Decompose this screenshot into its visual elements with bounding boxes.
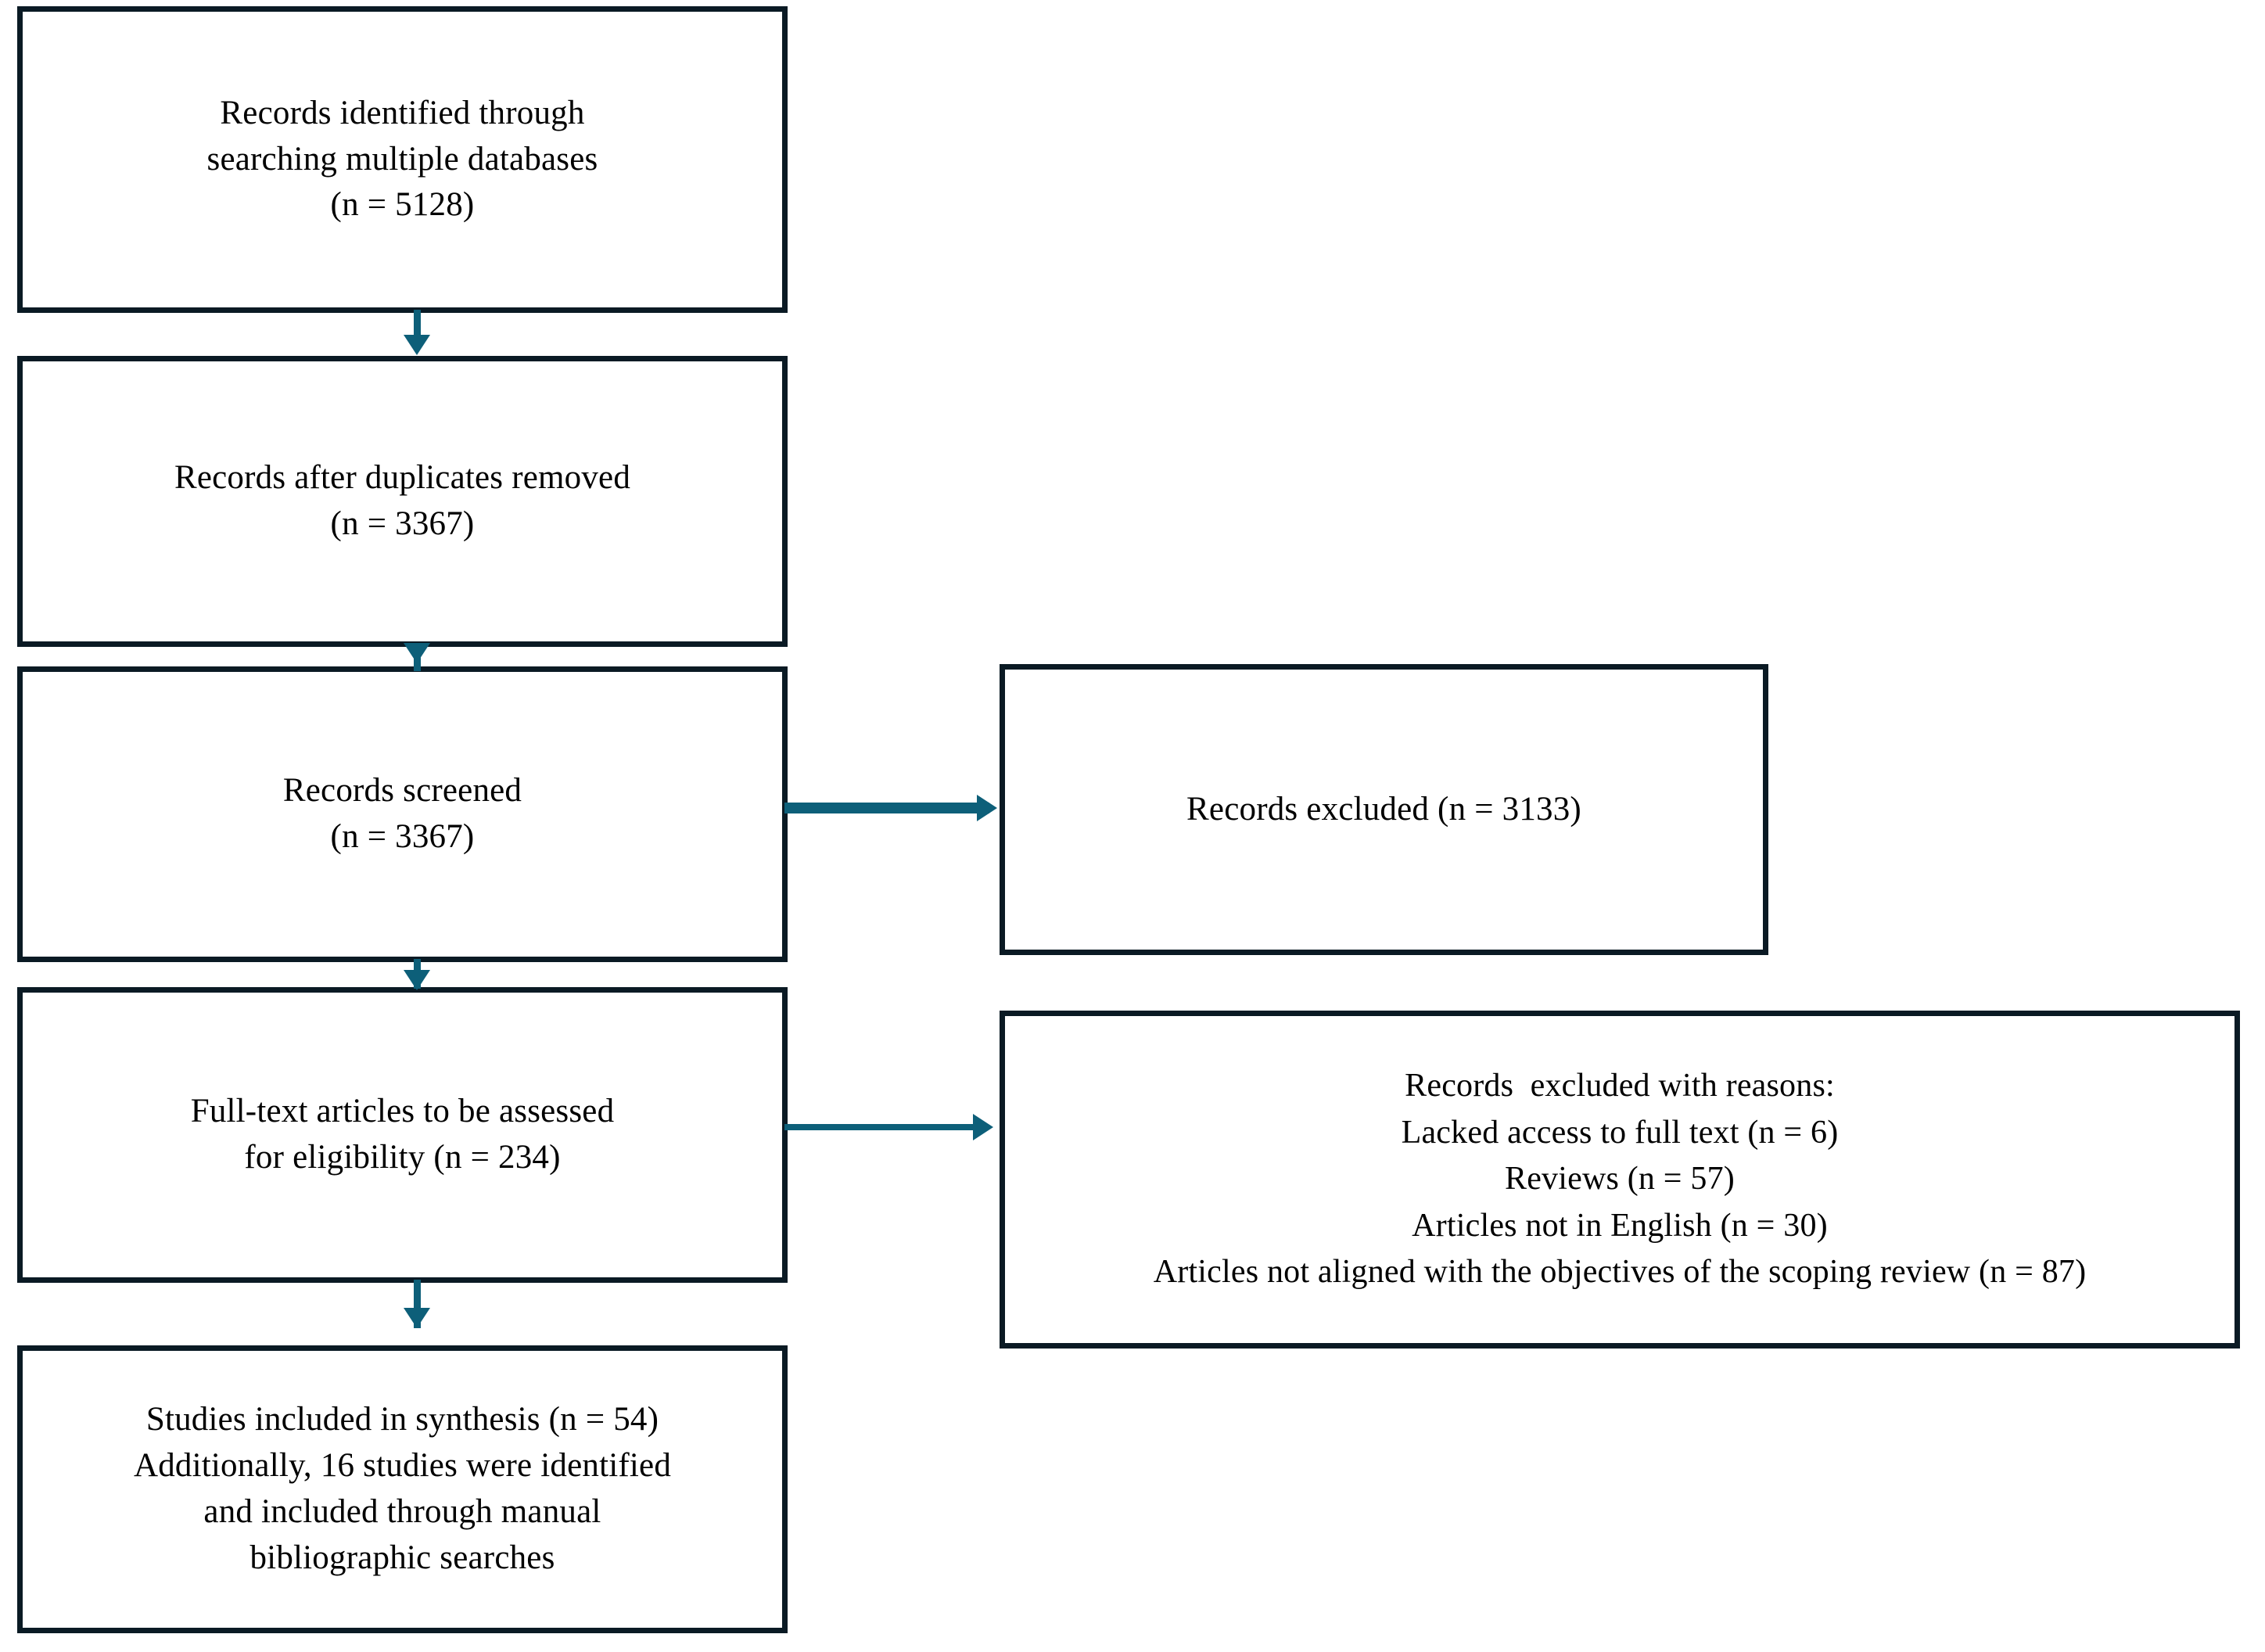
node-line: Records identified through: [220, 94, 585, 131]
node-line: searching multiple databases: [206, 140, 598, 178]
node-line: Records excluded with reasons:: [1405, 1067, 1835, 1104]
node-records-after-duplicates-removed: Records after duplicates removed (n = 33…: [17, 356, 788, 647]
arrow-head-down-icon: [404, 1308, 430, 1328]
node-text-block: Records after duplicates removed (n = 33…: [23, 455, 782, 548]
arrow-head-down-icon: [404, 970, 430, 990]
node-records-excluded: Records excluded (n = 3133): [1000, 664, 1768, 955]
node-line: Lacked access to full text (n = 6): [1401, 1114, 1839, 1151]
node-line: Records screened: [282, 772, 522, 810]
node-line: (n = 5128): [330, 186, 475, 224]
node-full-text-articles-assessed: Full-text articles to be assessed for el…: [17, 987, 788, 1283]
node-line: (n = 3367): [330, 818, 475, 855]
arrow-head-down-icon: [404, 643, 430, 663]
node-line: and included through manual: [203, 1493, 601, 1530]
node-line: Additionally, 16 studies were identified: [133, 1447, 672, 1485]
arrow-head-right-icon: [973, 1114, 993, 1140]
arrow-stem: [414, 1280, 421, 1328]
node-records-excluded-with-reasons: Records excluded with reasons: Lacked ac…: [1000, 1011, 2240, 1349]
node-line: bibliographic searches: [249, 1539, 555, 1576]
arrow-head-down-icon: [404, 335, 430, 355]
node-line: for eligibility (n = 234): [244, 1139, 561, 1176]
node-text-block: Records identified through searching mul…: [23, 91, 782, 229]
node-line: Records after duplicates removed: [174, 459, 631, 497]
node-text-block: Records excluded (n = 3133): [1005, 787, 1763, 833]
arrow-stem: [784, 1124, 985, 1130]
node-text-block: Full-text articles to be assessed for el…: [23, 1089, 782, 1181]
node-line: Articles not aligned with the objectives…: [1153, 1254, 2087, 1291]
node-line: Studies included in synthesis (n = 54): [145, 1401, 659, 1438]
node-line: Reviews (n = 57): [1504, 1161, 1735, 1198]
node-records-screened: Records screened (n = 3367): [17, 666, 788, 962]
node-text-block: Records excluded with reasons: Lacked ac…: [1005, 1063, 2234, 1296]
node-text-block: Studies included in synthesis (n = 54) A…: [23, 1397, 782, 1582]
arrow-stem: [414, 310, 421, 339]
node-text-block: Records screened (n = 3367): [23, 768, 782, 860]
arrow-stem: [784, 803, 989, 813]
node-line: Articles not in English (n = 30): [1412, 1207, 1828, 1244]
arrow-head-right-icon: [977, 795, 997, 821]
node-records-identified: Records identified through searching mul…: [17, 6, 788, 313]
node-line: Full-text articles to be assessed: [190, 1093, 615, 1130]
node-studies-included-in-synthesis: Studies included in synthesis (n = 54) A…: [17, 1345, 788, 1633]
node-line: (n = 3367): [330, 505, 475, 542]
node-line: Records excluded (n = 3133): [1186, 790, 1581, 828]
